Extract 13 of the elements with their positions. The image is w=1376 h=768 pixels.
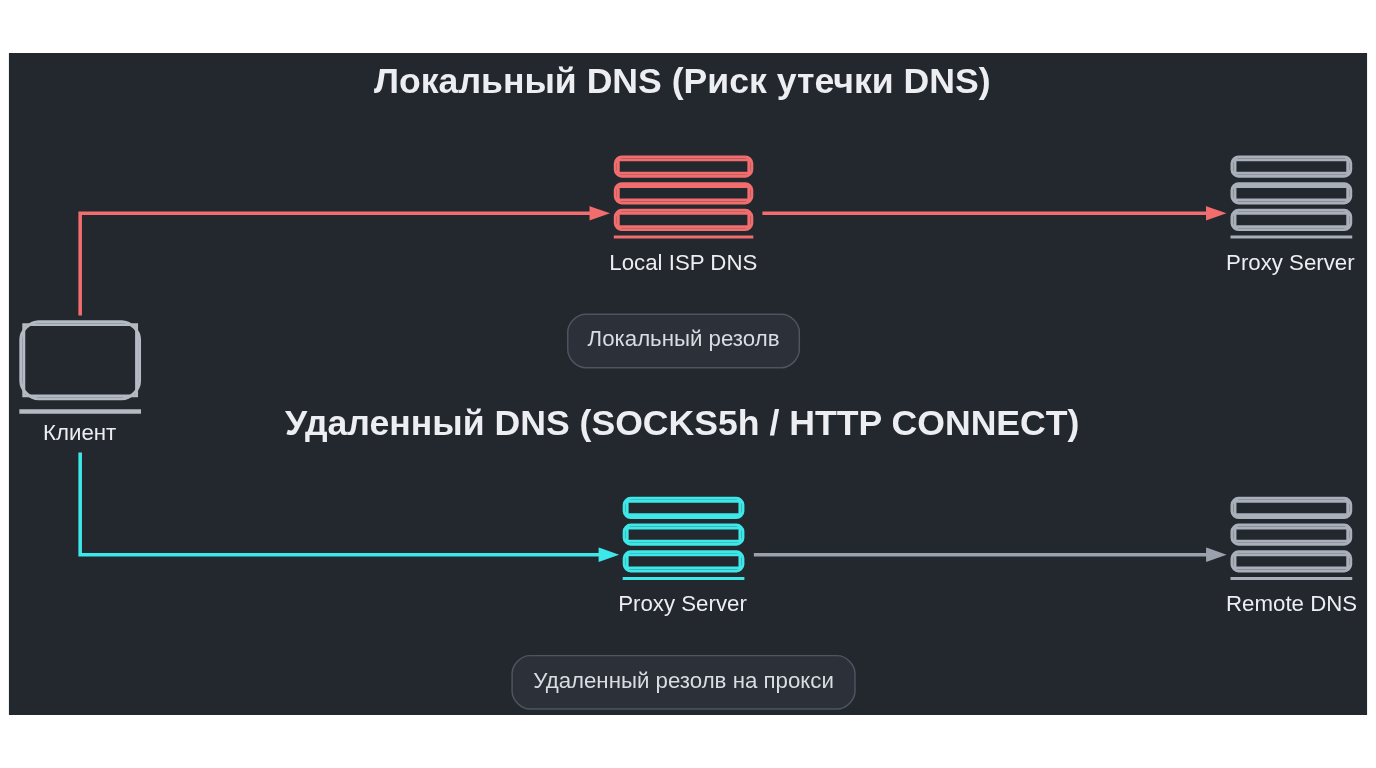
node-label: Клиент <box>43 420 117 446</box>
node-label: Proxy Server <box>618 591 747 617</box>
arrow <box>753 547 1227 562</box>
node-label: Proxy Server <box>1226 249 1355 275</box>
arrow <box>78 206 611 316</box>
arrow <box>78 452 620 562</box>
label: Удаленный DNS (SOCKS5h / HTTP CONNECT) <box>285 402 1080 443</box>
node-label: Local ISP DNS <box>609 249 758 275</box>
label: Локальный DNS (Риск утечки DNS) <box>374 61 991 102</box>
node-box: Удаленный резолв на прокси <box>511 654 856 710</box>
node-label: Remote DNS <box>1226 591 1358 617</box>
arrow <box>762 206 1227 221</box>
node-box: Локальный резолв <box>567 313 801 369</box>
